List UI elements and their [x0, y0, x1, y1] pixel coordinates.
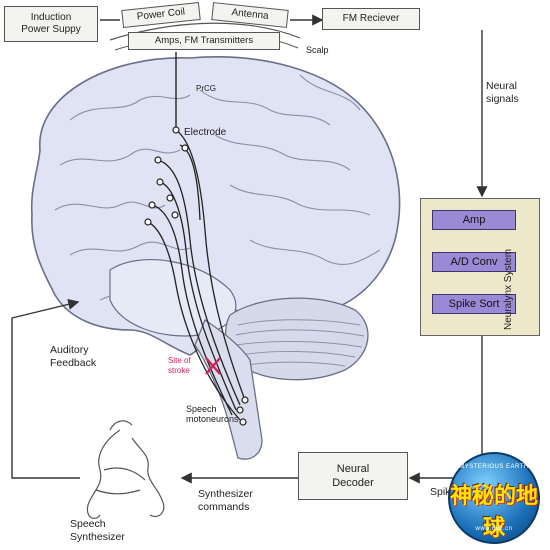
- fm-receiver-box: FM Reciever: [322, 8, 420, 30]
- neuralynx-system-title: Neuralynx System: [503, 248, 514, 330]
- watermark-small-top: MYSTERIOUS EARTH: [459, 464, 529, 470]
- prcg-label: PrCG: [196, 84, 216, 93]
- cerebellum-folds: [235, 319, 365, 367]
- watermark-small-bottom: www.uux.cn: [475, 526, 513, 532]
- watermark-badge: MYSTERIOUS EARTH 神秘的地球 www.uux.cn: [448, 452, 540, 544]
- auditory-feedback-label: Auditory Feedback: [50, 344, 97, 369]
- neuralynx-stage-amp: Amp: [432, 210, 516, 230]
- neuralynx-stage-spike-sort: Spike Sort: [432, 294, 516, 314]
- speech-synthesizer-label: Speech Synthesizer: [70, 518, 125, 543]
- electrode-tips: [144, 126, 249, 426]
- amps-fm-transmitters-box: Amps, FM Transmitters: [128, 32, 280, 50]
- site-of-stroke-label: Site of stroke: [168, 356, 191, 375]
- induction-power-supply-box: Induction Power Suppy: [4, 6, 98, 42]
- spikes-label: Spik: [430, 486, 451, 498]
- speech-motoneurons-label: Speech motoneurons: [186, 404, 239, 424]
- stroke-mark: [205, 357, 221, 375]
- vocal-tract-sketch: [86, 420, 165, 519]
- scalp-label: Scalp: [306, 45, 329, 55]
- neural-decoder-box: Neural Decoder: [298, 452, 408, 500]
- electrode-label: Electrode: [184, 127, 227, 138]
- neuralynx-stage-ad-conv: A/D Conv: [432, 252, 516, 272]
- synthesizer-commands-label: Synthesizer commands: [198, 488, 253, 513]
- neural-signals-label: Neural signals: [486, 80, 519, 105]
- watermark-text: 神秘的地球: [450, 484, 539, 541]
